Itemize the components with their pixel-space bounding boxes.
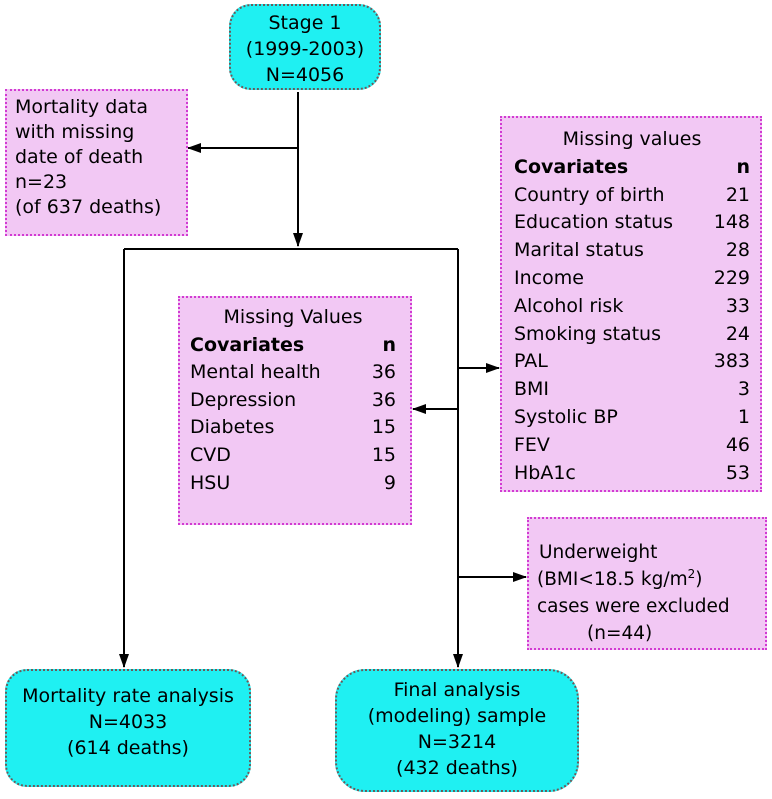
- covariate-label: HSU: [190, 471, 231, 494]
- bmi-close: ): [695, 569, 703, 590]
- final-analysis-box: Final analysis (modeling) sample N=3214 …: [335, 669, 579, 792]
- covariate-label: Alcohol risk: [514, 294, 624, 317]
- covariate-label: Country of birth: [514, 183, 665, 206]
- underweight-line: cases were excluded: [537, 596, 730, 617]
- covariate-n: 28: [725, 239, 750, 262]
- table-row: Country of birth 21: [514, 182, 750, 210]
- covariate-n: 21: [725, 183, 750, 206]
- missing-values-right-box: Missing values Covariates n Country of b…: [500, 116, 762, 492]
- mortality-rate-title: Mortality rate analysis: [22, 685, 234, 707]
- covariate-n: 1: [737, 405, 750, 428]
- covariate-n: 46: [725, 433, 750, 456]
- missing-values-right-header: Covariates n: [514, 154, 750, 182]
- table-row: CVD 15: [190, 442, 396, 470]
- covariate-label: Income: [514, 266, 584, 289]
- mortality-rate-deaths: (614 deaths): [67, 737, 189, 759]
- table-row: Diabetes 15: [190, 414, 396, 442]
- covariate-n: 9: [383, 471, 396, 494]
- missing-values-center-title: Missing Values: [223, 306, 363, 328]
- covariate-label: Diabetes: [190, 416, 275, 439]
- missing-death-line: date of death: [15, 146, 144, 168]
- underweight-box: Underweight (BMI<18.5 kg/m2) cases were …: [527, 517, 767, 650]
- covariate-n: 36: [371, 361, 396, 384]
- table-row: BMI 3: [514, 376, 750, 404]
- underweight-count: (n=44): [587, 623, 653, 644]
- mortality-rate-box: Mortality rate analysis N=4033 (614 deat…: [5, 669, 251, 787]
- missing-death-line: (of 637 deaths): [15, 196, 162, 218]
- covariate-n: 24: [725, 322, 750, 345]
- covariate-n: 36: [371, 388, 396, 411]
- final-analysis-subtitle: (modeling) sample: [367, 705, 547, 727]
- stage1-box: Stage 1 (1999-2003) N=4056: [229, 4, 381, 90]
- table-row: Alcohol risk 33: [514, 293, 750, 321]
- covariate-label: Smoking status: [514, 322, 661, 345]
- final-analysis-deaths: (432 deaths): [396, 757, 518, 779]
- covariate-n: 33: [725, 294, 750, 317]
- bmi-superscript: 2: [687, 566, 696, 581]
- covariate-n: 3: [737, 378, 750, 401]
- stage1-count: N=4056: [265, 64, 345, 86]
- n-header: n: [736, 155, 750, 178]
- bmi-text: (BMI<18.5 kg/m: [537, 569, 688, 590]
- final-analysis-title: Final analysis: [393, 679, 521, 701]
- table-row: Systolic BP 1: [514, 404, 750, 432]
- table-row: Education status 148: [514, 209, 750, 237]
- covariate-label: HbA1c: [514, 461, 576, 484]
- table-row: HSU 9: [190, 470, 396, 498]
- covariate-n: 15: [371, 443, 396, 466]
- table-row: Depression 36: [190, 387, 396, 415]
- stage1-title: Stage 1: [268, 12, 342, 34]
- covariate-n: 229: [713, 266, 750, 289]
- covariate-label: CVD: [190, 443, 231, 466]
- covariate-n: 53: [725, 461, 750, 484]
- stage1-years: (1999-2003): [245, 38, 365, 60]
- covariates-header: Covariates: [190, 333, 305, 356]
- table-row: HbA1c 53: [514, 460, 750, 488]
- missing-values-right-title: Missing values: [562, 128, 702, 150]
- covariate-label: Marital status: [514, 239, 644, 262]
- final-analysis-count: N=3214: [417, 731, 497, 753]
- table-row: Smoking status 24: [514, 321, 750, 349]
- covariate-label: FEV: [514, 433, 550, 456]
- missing-death-line: with missing: [15, 121, 135, 143]
- table-row: Income 229: [514, 265, 750, 293]
- table-row: FEV 46: [514, 432, 750, 460]
- covariate-label: Depression: [190, 388, 297, 411]
- table-row: PAL 383: [514, 348, 750, 376]
- covariates-header: Covariates: [514, 155, 629, 178]
- missing-values-center-box: Missing Values Covariates n Mental healt…: [178, 296, 412, 525]
- missing-death-line: Mortality data: [15, 96, 149, 118]
- missing-values-center-header: Covariates n: [190, 332, 396, 360]
- covariate-label: Education status: [514, 211, 674, 234]
- table-row: Mental health 36: [190, 359, 396, 387]
- mortality-rate-count: N=4033: [88, 711, 168, 733]
- covariate-label: PAL: [514, 350, 548, 373]
- table-row: Marital status 28: [514, 237, 750, 265]
- covariate-n: 383: [713, 350, 750, 373]
- covariate-label: Mental health: [190, 361, 321, 384]
- covariate-label: Systolic BP: [514, 405, 618, 428]
- n-header: n: [382, 333, 396, 356]
- covariate-label: BMI: [514, 378, 550, 401]
- covariate-n: 15: [371, 416, 396, 439]
- missing-death-line: n=23: [15, 171, 68, 193]
- missing-death-date-box: Mortality data with missing date of deat…: [5, 89, 188, 236]
- covariate-n: 148: [713, 211, 750, 234]
- underweight-line: Underweight: [539, 542, 658, 563]
- underweight-bmi-line: (BMI<18.5 kg/m2): [537, 566, 765, 593]
